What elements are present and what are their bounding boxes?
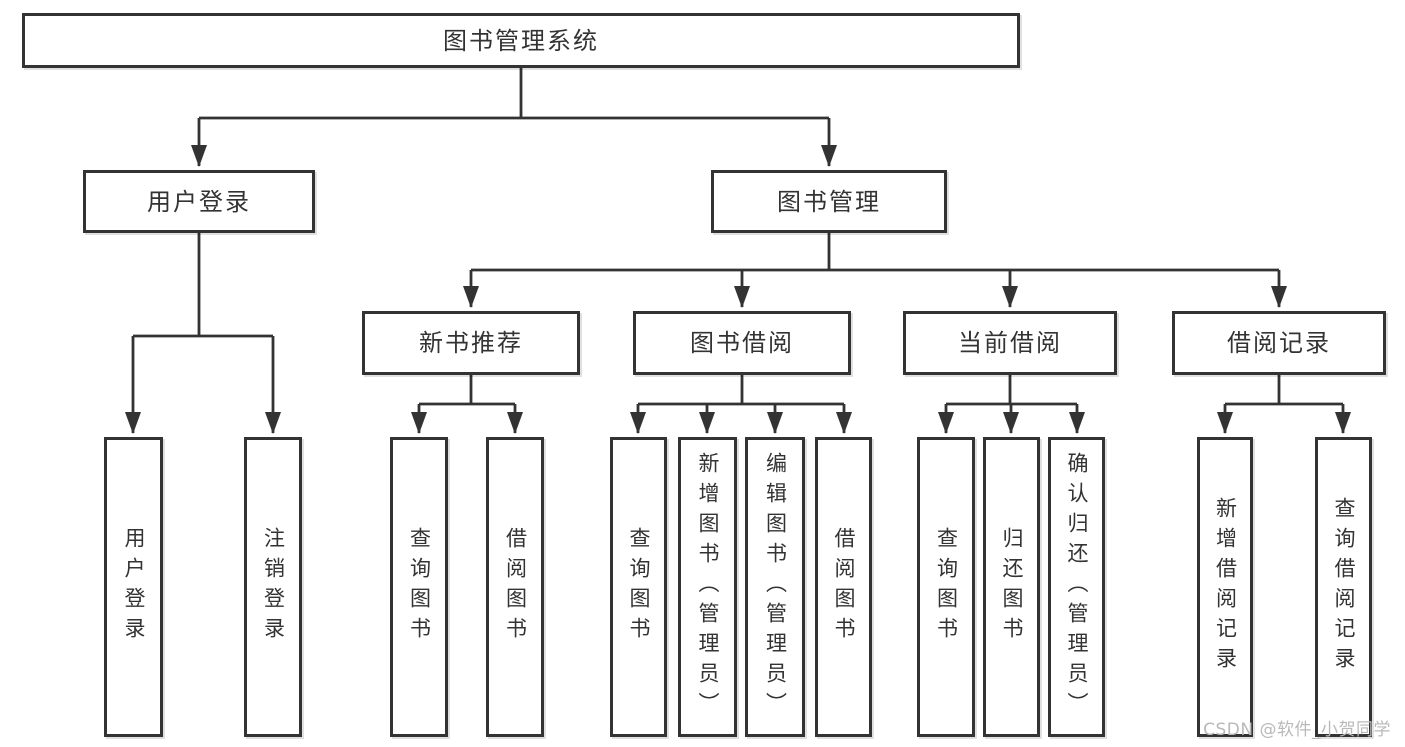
edges-root [191,68,837,167]
edges-book-management [463,233,1287,308]
node-label: 图书借阅 [690,329,794,357]
node-current-borrow: 当前借阅 [903,311,1117,375]
node-label: 用户登录 [147,187,251,216]
leaf-query-borrow-record: 查询借阅记录 [1315,437,1372,737]
node-label: 新增图书（管理员） [696,452,720,722]
leaf-add-borrow-record: 新增借阅记录 [1197,437,1253,737]
node-label: 注销登录 [261,527,286,647]
node-label: 编辑图书（管理员） [763,452,788,722]
leaf-borrow-books-1: 借阅图书 [486,437,544,737]
node-label: 查询图书 [934,527,959,647]
edges-new-book-recommend [411,375,523,434]
csdn-watermark: CSDN @软件_小贺同学 [1203,720,1391,740]
node-book-management: 图书管理 [711,170,947,233]
node-label: 查询借阅记录 [1332,497,1356,677]
leaf-return-books: 归还图书 [983,437,1040,737]
node-label: 借阅图书 [503,527,528,647]
edges-borrow-records [1217,375,1351,434]
edges-user-login [125,233,281,434]
node-label: 归还图书 [1000,527,1024,647]
node-label: 借阅图书 [832,527,856,647]
leaf-query-books-3: 查询图书 [917,437,975,737]
node-label: 新增借阅记录 [1213,497,1238,677]
leaf-query-books-1: 查询图书 [390,437,448,737]
leaf-user-login: 用户登录 [104,437,163,737]
node-label: 当前借阅 [958,329,1062,357]
node-borrow-records: 借阅记录 [1172,311,1386,375]
leaf-logout: 注销登录 [244,437,302,737]
edges-current-borrow [938,375,1085,434]
leaf-confirm-return-admin: 确认归还（管理员） [1048,437,1105,737]
node-label: 用户登录 [122,527,146,647]
leaf-add-books-admin: 新增图书（管理员） [678,437,737,737]
node-label: 图书管理系统 [443,26,599,55]
node-book-borrow: 图书借阅 [633,311,851,375]
node-label: 借阅记录 [1227,329,1331,357]
edges-book-borrow [630,375,852,434]
node-label: 查询图书 [407,527,432,647]
node-label: 确认归还（管理员） [1065,452,1089,722]
node-label: 新书推荐 [419,329,523,357]
leaf-edit-books-admin: 编辑图书（管理员） [745,437,805,737]
leaf-borrow-books-2: 借阅图书 [815,437,872,737]
node-label: 图书管理 [777,187,881,216]
node-new-book-recommend: 新书推荐 [362,311,580,375]
leaf-query-books-2: 查询图书 [610,437,667,737]
node-root-library-system: 图书管理系统 [22,13,1020,68]
node-label: 查询图书 [627,527,651,647]
node-user-login: 用户登录 [83,170,315,233]
